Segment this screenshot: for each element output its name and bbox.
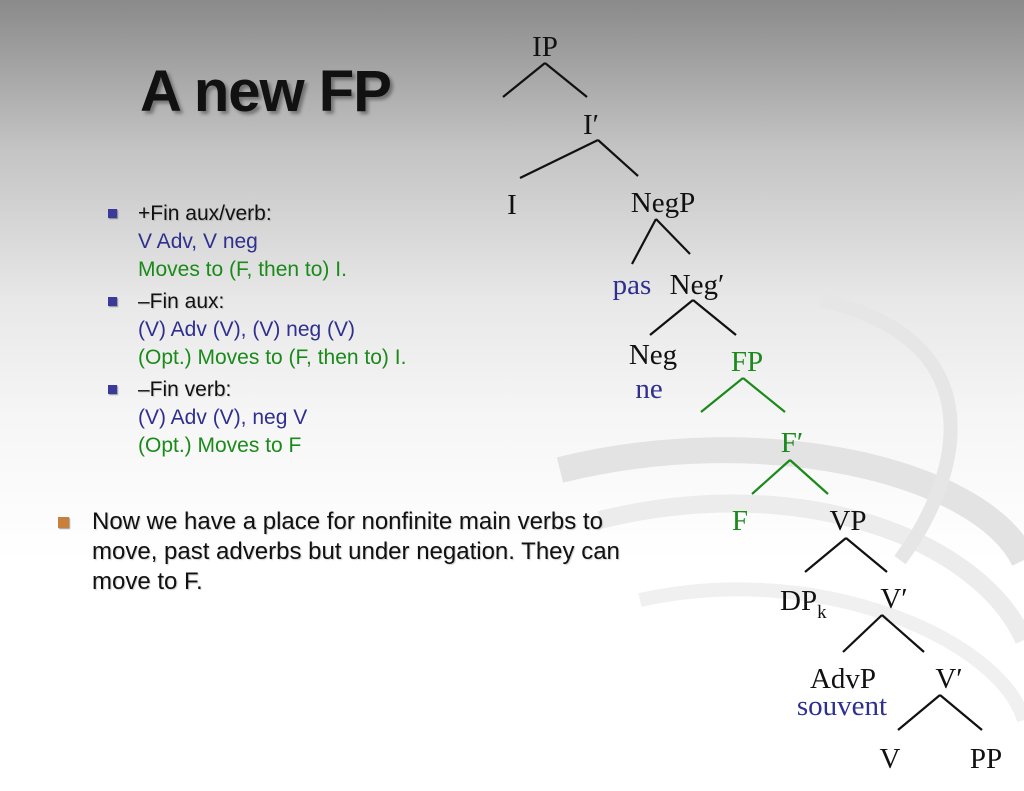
sub-bullet-fin-aux-verb: +Fin aux/verb: V Adv, V neg Moves to (F,…: [106, 200, 526, 284]
main-bullet: Now we have a place for nonfinite main v…: [56, 507, 632, 597]
tree-branches-black: [502, 62, 983, 731]
bullet-heading: –Fin aux:: [138, 290, 225, 313]
node-v-bar-1: V′: [880, 583, 907, 615]
node-neg: Neg: [629, 339, 677, 371]
bullet-movement: (Opt.) Moves to (F, then to) I.: [138, 346, 407, 369]
bullet-word-order: (V) Adv (V), neg V: [138, 406, 308, 429]
bullet-square-icon: [108, 209, 117, 218]
node-dp-subscript: k: [817, 602, 827, 623]
tree-branches-green: [700, 377, 829, 495]
node-neg-bar: Neg′: [670, 269, 725, 301]
node-vp: VP: [829, 505, 866, 537]
node-advp: AdvP: [810, 663, 876, 695]
bullet-movement: Moves to (F, then to) I.: [138, 258, 347, 281]
bullet-word-order: V Adv, V neg: [138, 230, 258, 253]
node-souvent: souvent: [797, 690, 887, 722]
node-i: I: [507, 189, 517, 221]
bullet-heading: +Fin aux/verb:: [138, 202, 272, 225]
node-ne: ne: [635, 373, 662, 405]
bullet-word-order: (V) Adv (V), (V) neg (V): [138, 318, 356, 341]
sub-bullet-list: +Fin aux/verb: V Adv, V neg Moves to (F,…: [106, 200, 526, 464]
bullet-movement: (Opt.) Moves to F: [138, 434, 302, 457]
node-pas: pas: [613, 269, 652, 301]
node-v: V: [880, 743, 901, 775]
bullet-heading: –Fin verb:: [138, 378, 232, 401]
node-ip: IP: [532, 31, 558, 63]
sub-bullet-nonfin-aux: –Fin aux: (V) Adv (V), (V) neg (V) (Opt.…: [106, 288, 526, 372]
node-fp: FP: [731, 346, 763, 378]
main-bullet-text: Now we have a place for nonfinite main v…: [92, 508, 620, 595]
bullet-square-icon: [108, 297, 117, 306]
node-pp: PP: [970, 743, 1002, 775]
bullet-square-icon: [108, 385, 117, 394]
node-dp-label: DP: [780, 585, 817, 617]
node-dp: DPk: [780, 585, 827, 623]
node-negp: NegP: [631, 187, 695, 219]
node-i-bar: I′: [583, 109, 599, 141]
sub-bullet-nonfin-verb: –Fin verb: (V) Adv (V), neg V (Opt.) Mov…: [106, 376, 526, 460]
node-v-bar-2: V′: [935, 663, 962, 695]
node-f-bar: F′: [781, 427, 803, 459]
bullet-square-icon: [58, 517, 69, 528]
node-f: F: [732, 505, 748, 537]
slide-title: A new FP: [140, 59, 392, 124]
